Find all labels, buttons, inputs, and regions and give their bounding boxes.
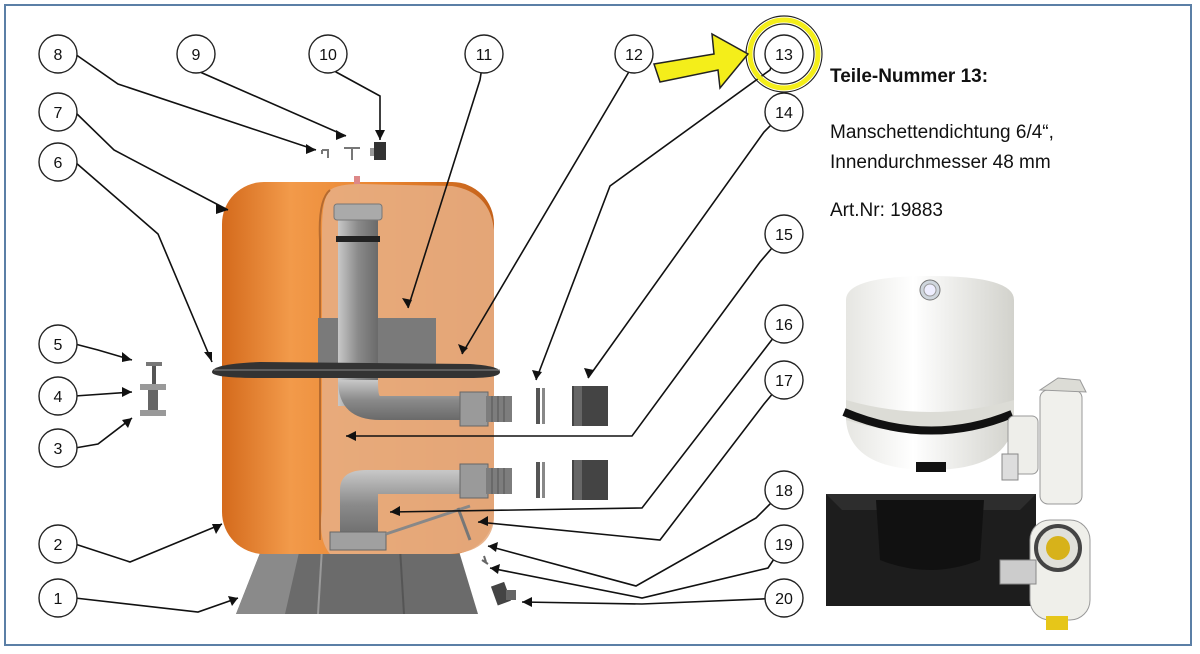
part-info-title: Teile-Nummer 13:: [830, 66, 989, 87]
highlight-ring: [747, 17, 821, 91]
callout-17: 17: [764, 360, 804, 400]
callout-circle: [38, 524, 78, 564]
callout-number: 12: [625, 47, 643, 64]
callout-1: 1: [38, 578, 78, 618]
part-info-desc-line2: Innendurchmesser 48 mm: [830, 152, 1051, 173]
callout-number: 16: [775, 317, 793, 334]
upper-outlet-pipe: [338, 380, 512, 427]
callout-5: 5: [38, 324, 78, 364]
callout-9: 9: [176, 34, 216, 74]
callout-8: 8: [38, 34, 78, 74]
callout-circle: [764, 470, 804, 510]
callout-11: 11: [464, 34, 504, 74]
drain-parts: [140, 362, 166, 416]
callout-number: 15: [775, 227, 793, 244]
callout-number: 6: [54, 155, 63, 172]
callout-circle: [764, 304, 804, 344]
callout-number: 9: [192, 47, 201, 64]
callout-circle: [764, 214, 804, 254]
small-parts-18-20: [481, 555, 516, 606]
callout-number: 11: [476, 47, 493, 64]
part-article-number: Art.Nr: 19883: [830, 200, 943, 221]
callout-circle: [614, 34, 654, 74]
callout-circle: [764, 92, 804, 132]
callout-14: 14: [764, 92, 804, 132]
callout-number: 18: [775, 483, 793, 500]
callout-circle: [764, 524, 804, 564]
fitting-14: [572, 386, 608, 500]
callout-18: 18: [764, 470, 804, 510]
lower-outlet-pipe: [329, 463, 512, 551]
callout-19: 19: [764, 524, 804, 564]
callout-number: 10: [319, 47, 337, 64]
callout-3: 3: [38, 428, 78, 468]
callout-circle: [38, 376, 78, 416]
callout-number: 2: [54, 537, 63, 554]
callout-number: 13: [775, 47, 793, 64]
callout-circle: [38, 324, 78, 364]
callout-circle: [38, 428, 78, 468]
callout-number: 17: [775, 373, 793, 390]
callout-number: 5: [54, 337, 63, 354]
callout-7: 7: [38, 92, 78, 132]
callout-15: 15: [764, 214, 804, 254]
callout-circle: [764, 34, 804, 74]
vent-parts: [321, 142, 386, 160]
callout-4: 4: [38, 376, 78, 416]
callout-number: 8: [54, 47, 63, 64]
callout-6: 6: [38, 142, 78, 182]
callout-13: 13: [764, 34, 804, 74]
arrow-highlight-icon: [653, 32, 750, 90]
leader-arrowheads: [122, 130, 594, 607]
callout-circle: [38, 92, 78, 132]
gasket-13: [536, 388, 545, 498]
callout-circle: [38, 34, 78, 74]
part-info-description: Manschettendichtung 6/4“, Innendurchmess…: [830, 118, 1180, 178]
callout-number: 20: [775, 591, 793, 608]
callout-circle: [464, 34, 504, 74]
callout-number: 1: [54, 591, 63, 608]
callout-circle: [38, 578, 78, 618]
part-info-panel: Teile-Nummer 13: Manschettendichtung 6/4…: [830, 66, 1180, 222]
callout-circle: [38, 142, 78, 182]
product-photo: [826, 276, 1091, 630]
callout-12: 12: [614, 34, 654, 74]
callout-number: 14: [775, 105, 793, 122]
callout-number: 3: [54, 441, 63, 458]
callout-number: 19: [775, 537, 793, 554]
callout-circle: [308, 34, 348, 74]
callout-2: 2: [38, 524, 78, 564]
callout-number: 7: [54, 105, 63, 122]
callout-circle: [764, 578, 804, 618]
part-info-desc-line1: Manschettendichtung 6/4“,: [830, 122, 1054, 143]
callout-circle: [176, 34, 216, 74]
callout-number: 4: [54, 389, 63, 406]
callout-16: 16: [764, 304, 804, 344]
callout-10: 10: [308, 34, 348, 74]
callout-20: 20: [764, 578, 804, 618]
tank-base: [236, 547, 478, 615]
callout-circle: [764, 360, 804, 400]
